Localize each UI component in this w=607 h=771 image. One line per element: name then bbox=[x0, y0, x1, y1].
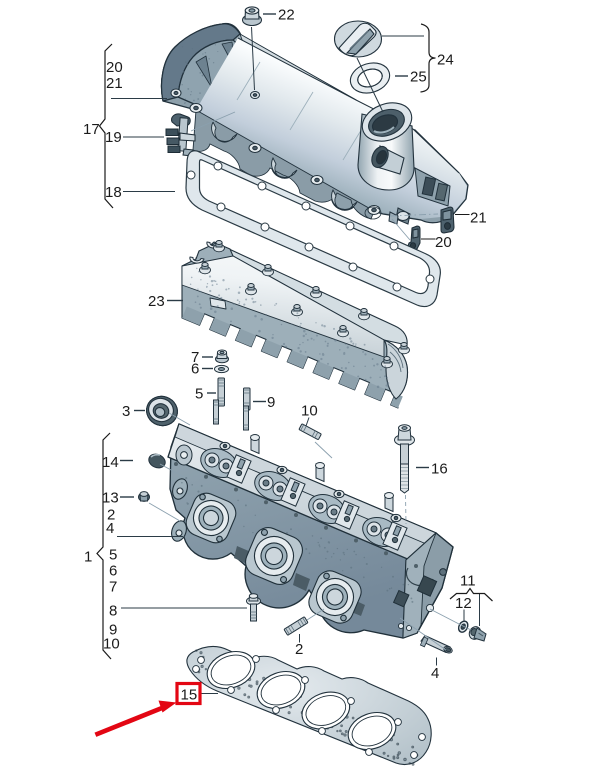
svg-text:10: 10 bbox=[103, 636, 120, 653]
svg-text:4: 4 bbox=[106, 520, 114, 537]
svg-text:—: — bbox=[455, 207, 470, 223]
svg-text:23: 23 bbox=[148, 293, 165, 310]
svg-text:12: 12 bbox=[455, 595, 472, 612]
svg-text:22: 22 bbox=[278, 7, 295, 24]
svg-text:1: 1 bbox=[84, 549, 92, 566]
svg-text:16: 16 bbox=[431, 461, 448, 478]
svg-text:7: 7 bbox=[109, 579, 117, 596]
svg-text:5: 5 bbox=[109, 547, 117, 564]
svg-text:17: 17 bbox=[83, 121, 100, 138]
svg-text:19: 19 bbox=[105, 129, 122, 146]
svg-text:21: 21 bbox=[106, 75, 123, 92]
svg-text:20: 20 bbox=[435, 234, 452, 251]
svg-text:4: 4 bbox=[431, 665, 439, 682]
svg-text:11: 11 bbox=[460, 573, 476, 590]
svg-text:9: 9 bbox=[109, 622, 117, 639]
svg-text:3: 3 bbox=[122, 403, 130, 420]
svg-text:14: 14 bbox=[102, 454, 119, 471]
svg-text:6: 6 bbox=[109, 563, 117, 580]
svg-text:20: 20 bbox=[106, 59, 123, 76]
svg-text:5: 5 bbox=[195, 386, 203, 403]
svg-text:9: 9 bbox=[267, 394, 275, 411]
svg-text:24: 24 bbox=[437, 52, 454, 69]
svg-text:8: 8 bbox=[109, 603, 117, 620]
svg-text:13: 13 bbox=[102, 490, 119, 507]
svg-text:2: 2 bbox=[295, 641, 303, 658]
svg-text:18: 18 bbox=[105, 184, 122, 201]
svg-text:15: 15 bbox=[181, 687, 198, 704]
svg-text:7: 7 bbox=[191, 349, 199, 366]
svg-text:25: 25 bbox=[410, 69, 427, 86]
svg-text:—: — bbox=[421, 231, 436, 247]
svg-text:10: 10 bbox=[301, 403, 318, 420]
svg-text:6: 6 bbox=[191, 361, 199, 378]
svg-text:21: 21 bbox=[470, 210, 487, 227]
svg-text:2: 2 bbox=[107, 507, 115, 524]
